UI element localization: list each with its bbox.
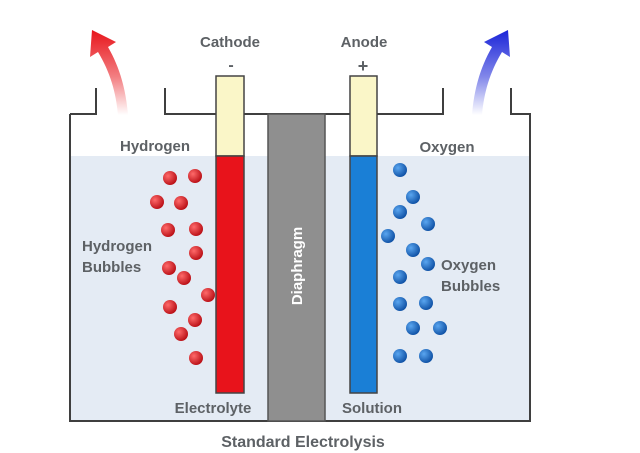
hydrogen-bubble <box>188 313 202 327</box>
hydrogen-bubbles <box>150 169 215 365</box>
oxygen-bubble <box>406 190 420 204</box>
oxygen-bubbles <box>381 163 447 363</box>
solution-label: Solution <box>342 400 402 417</box>
hydrogen-bubble <box>188 169 202 183</box>
hydrogen-bubble <box>189 222 203 236</box>
cathode-label: Cathode <box>200 34 260 51</box>
hydrogen-bubble <box>163 171 177 185</box>
oxygen-arrow <box>472 30 510 115</box>
hydrogen-bubble <box>174 327 188 341</box>
hydrogen-bubble <box>177 271 191 285</box>
hydrogen-bubbles-label-line1: Hydrogen <box>82 238 152 255</box>
oxygen-bubble <box>393 163 407 177</box>
hydrogen-bubble <box>189 246 203 260</box>
anode-rod <box>349 75 378 394</box>
diaphragm <box>267 113 326 422</box>
hydrogen-bubble <box>189 351 203 365</box>
hydrogen-bubble <box>162 261 176 275</box>
oxygen-gas-label: Oxygen <box>419 139 474 156</box>
oxygen-bubble <box>421 257 435 271</box>
oxygen-bubble <box>393 205 407 219</box>
hydrogen-gas-label: Hydrogen <box>120 138 190 155</box>
electrolyte-label: Electrolyte <box>175 400 252 417</box>
anode-label: Anode <box>341 34 388 51</box>
oxygen-bubble <box>419 296 433 310</box>
hydrogen-bubbles-label-line2: Bubbles <box>82 259 141 276</box>
oxygen-bubble <box>421 217 435 231</box>
oxygen-bubble <box>406 243 420 257</box>
cathode-rod <box>215 75 245 394</box>
oxygen-bubble <box>381 229 395 243</box>
oxygen-bubbles-label-line1: Oxygen <box>441 257 496 274</box>
anode-sign: + <box>358 56 369 76</box>
oxygen-bubble <box>406 321 420 335</box>
hydrogen-bubble <box>150 195 164 209</box>
oxygen-bubble <box>393 297 407 311</box>
hydrogen-bubble <box>201 288 215 302</box>
oxygen-bubble <box>419 349 433 363</box>
cathode-sign: - <box>228 57 233 74</box>
diagram-title: Standard Electrolysis <box>221 434 385 451</box>
oxygen-bubble <box>393 270 407 284</box>
hydrogen-bubble <box>174 196 188 210</box>
hydrogen-bubble <box>163 300 177 314</box>
oxygen-bubble <box>393 349 407 363</box>
diaphragm-label: Diaphragm <box>289 227 306 305</box>
oxygen-bubbles-label-line2: Bubbles <box>441 278 500 295</box>
hydrogen-arrow <box>90 30 128 115</box>
oxygen-bubble <box>433 321 447 335</box>
hydrogen-bubble <box>161 223 175 237</box>
